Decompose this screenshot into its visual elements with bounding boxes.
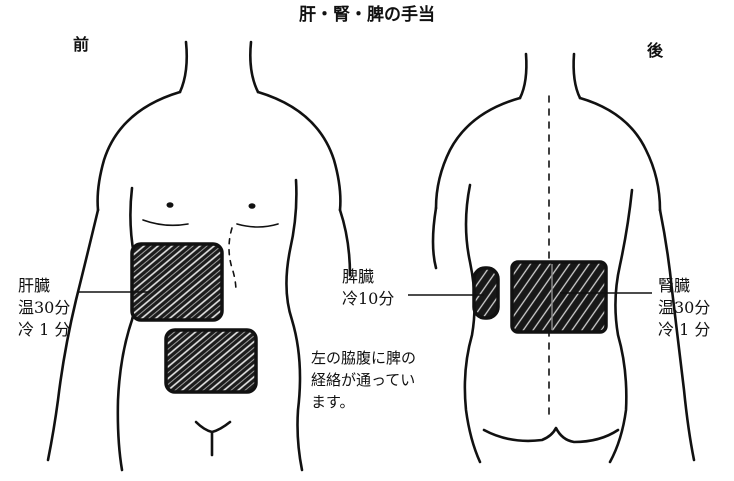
liver-cold: 冷 1 分 [18, 319, 70, 341]
front-neck-right [250, 42, 258, 92]
front-torso-left [118, 188, 137, 470]
note-line: 左の脇腹に脾の [311, 347, 416, 369]
front-nipple-left [167, 202, 174, 208]
front-neck-left [180, 42, 187, 92]
back-arm-left [433, 208, 436, 268]
spleen-meridian-note: 左の脇腹に脾の 経絡が通ってい ます。 [311, 347, 416, 413]
back-view-label: 後 [647, 40, 663, 62]
back-torso-left [465, 185, 480, 462]
back-neck-left [520, 54, 526, 98]
kidney-label: 腎臓 温30分 冷 1 分 [658, 275, 710, 341]
liver-warm: 温30分 [18, 297, 70, 319]
back-shoulder-left [436, 98, 520, 208]
front-shoulder-left [98, 92, 180, 210]
liver-pad [132, 244, 222, 320]
liver-label: 肝臓 温30分 冷 1 分 [18, 275, 70, 341]
front-rib-dotted [229, 228, 236, 292]
front-view-label: 前 [73, 34, 89, 56]
page-title: 肝・腎・脾の手当 [0, 4, 734, 26]
front-nipple-right [249, 203, 256, 209]
abdomen-pad [166, 330, 256, 392]
kidney-name: 腎臓 [658, 275, 710, 297]
note-line: 経絡が通ってい [311, 369, 416, 391]
front-figure [48, 42, 350, 470]
spleen-pad [474, 268, 498, 318]
back-figure [408, 54, 694, 462]
note-line: ます。 [311, 391, 416, 413]
spleen-name: 脾臓 [342, 266, 394, 288]
back-buttocks [484, 428, 618, 442]
back-torso-right [610, 190, 632, 462]
front-chest-right [237, 224, 278, 227]
kidney-warm: 温30分 [658, 297, 710, 319]
front-groin [196, 422, 230, 455]
front-chest-left [143, 220, 188, 225]
front-shoulder-right [258, 92, 340, 210]
liver-name: 肝臓 [18, 275, 70, 297]
spleen-cold: 冷10分 [342, 288, 394, 310]
kidney-pad [512, 262, 606, 332]
back-shoulder-right [580, 98, 660, 210]
kidney-cold: 冷 1 分 [658, 319, 710, 341]
back-neck-right [574, 54, 580, 98]
spleen-label: 脾臓 冷10分 [342, 266, 394, 310]
front-torso-right [286, 180, 302, 470]
